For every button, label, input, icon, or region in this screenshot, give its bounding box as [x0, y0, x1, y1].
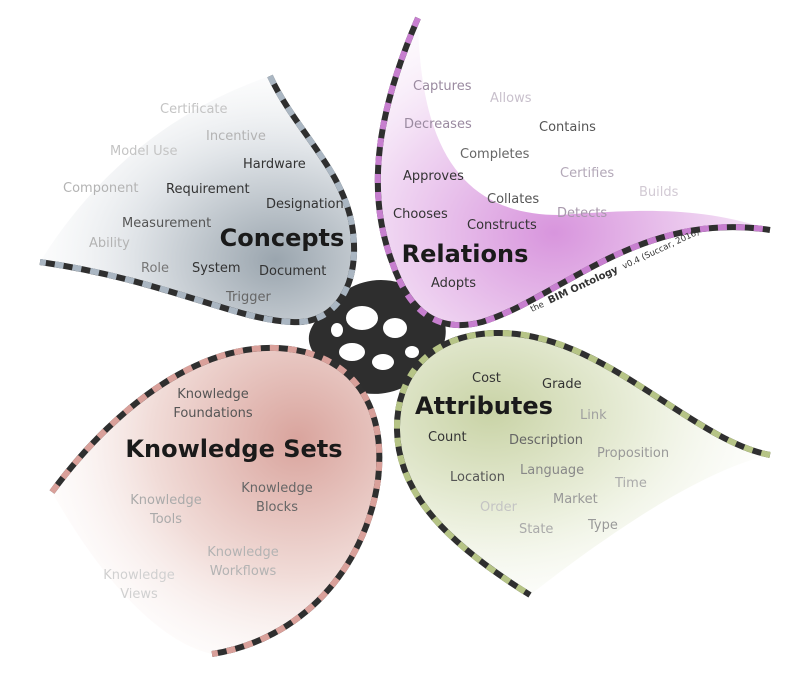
- term: Adopts: [431, 276, 476, 291]
- term: Grade: [542, 377, 582, 392]
- petal-relations: [374, 16, 771, 329]
- term: Knowledge: [130, 493, 201, 508]
- term: Measurement: [122, 216, 211, 231]
- term: Builds: [639, 185, 679, 200]
- term: State: [519, 522, 553, 537]
- knowledge-sets-terms: Knowledge Foundations Knowledge Tools Kn…: [103, 387, 312, 602]
- term: Contains: [539, 120, 596, 135]
- term: Description: [509, 433, 583, 448]
- term: System: [192, 261, 240, 276]
- term: Knowledge: [207, 545, 278, 560]
- term: Trigger: [225, 290, 271, 305]
- term: Time: [614, 476, 647, 491]
- term: Document: [259, 264, 326, 279]
- term: Link: [580, 408, 607, 423]
- central-hub: [308, 279, 446, 394]
- term: Hardware: [243, 157, 306, 172]
- term: Count: [428, 430, 467, 445]
- relations-title: Relations: [402, 240, 529, 268]
- term: Views: [120, 587, 158, 602]
- term: Constructs: [467, 218, 537, 233]
- term: Knowledge: [241, 481, 312, 496]
- term: Detects: [557, 206, 607, 221]
- term: Allows: [490, 91, 532, 106]
- term: Decreases: [404, 117, 472, 132]
- term: Proposition: [597, 446, 669, 461]
- term: Language: [520, 463, 584, 478]
- term: Ability: [89, 236, 130, 251]
- term: Requirement: [166, 182, 250, 197]
- term: Cost: [472, 371, 501, 386]
- term: Chooses: [393, 207, 448, 222]
- term: Market: [553, 492, 598, 507]
- term: Certificate: [160, 102, 228, 117]
- term: Location: [450, 470, 505, 485]
- term: Component: [63, 181, 138, 196]
- petal-attributes: [393, 329, 771, 598]
- relations-terms: Captures Allows Decreases Contains Compl…: [393, 79, 679, 291]
- concepts-terms: Certificate Incentive Model Use Hardware…: [63, 102, 344, 305]
- term: Order: [480, 500, 518, 515]
- knowledge-sets-title: Knowledge Sets: [125, 435, 342, 463]
- term: Role: [141, 261, 169, 276]
- term: Approves: [403, 169, 464, 184]
- term: Workflows: [210, 564, 277, 579]
- term: Knowledge: [103, 568, 174, 583]
- term: Completes: [460, 147, 530, 162]
- concepts-title: Concepts: [220, 224, 345, 252]
- attributes-title: Attributes: [415, 392, 553, 420]
- term: Designation: [266, 197, 344, 212]
- term: Type: [587, 518, 618, 533]
- term: Tools: [149, 512, 182, 527]
- term: Knowledge: [177, 387, 248, 402]
- term: Model Use: [110, 144, 177, 159]
- petal-knowledge-sets: [49, 345, 383, 657]
- term: Foundations: [173, 406, 253, 421]
- term: Certifies: [560, 166, 614, 181]
- term: Collates: [487, 192, 539, 207]
- term: Blocks: [256, 500, 298, 515]
- petal-concepts: [39, 74, 358, 326]
- term: Captures: [413, 79, 472, 94]
- term: Incentive: [206, 129, 266, 144]
- attributes-terms: Cost Grade Link Count Description Propos…: [428, 371, 669, 537]
